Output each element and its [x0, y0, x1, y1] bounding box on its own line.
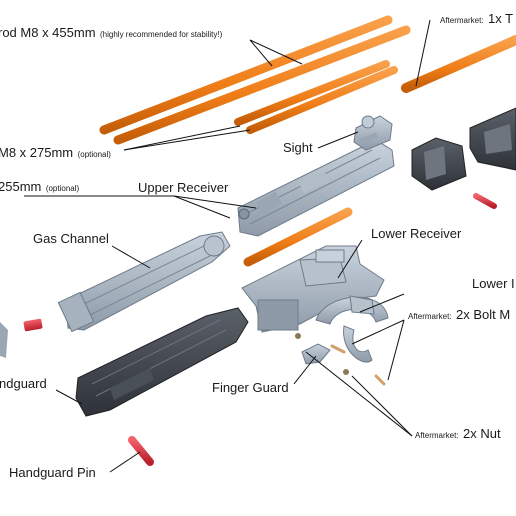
label-handguard-pin: Handguard Pin: [9, 465, 96, 480]
label-long-rod-main: rod M8 x 455mm: [0, 25, 96, 40]
label-long-rod: rod M8 x 455mm (highly recommended for s…: [0, 24, 222, 42]
sight: [354, 116, 392, 150]
label-bolt-prefix: Aftermarket:: [408, 312, 452, 321]
label-nut: Aftermarket: 2x Nut: [415, 425, 501, 443]
label-mid-rod: M8 x 275mm (optional): [0, 144, 111, 162]
label-aftermarket-tube-main: 1x T: [488, 11, 513, 26]
upper-receiver: [238, 140, 394, 236]
label-aftermarket-tube-prefix: Aftermarket:: [440, 16, 484, 25]
label-mid-rod-main: M8 x 275mm: [0, 145, 73, 160]
label-bolt-main: 2x Bolt M: [456, 307, 510, 322]
handguard-pin: [132, 440, 150, 462]
rear-dark-parts: [412, 108, 516, 190]
left-edge-part: [0, 322, 8, 358]
label-gas-channel: Gas Channel: [33, 231, 109, 246]
label-short-rod-main: 255mm: [0, 179, 41, 194]
label-nut-prefix: Aftermarket:: [415, 431, 459, 440]
label-bolt: Aftermarket: 2x Bolt M: [408, 306, 510, 324]
aftermarket-tube: [406, 40, 516, 88]
label-aftermarket-tube: Aftermarket: 1x T: [440, 10, 513, 28]
label-short-rod-note: (optional): [46, 184, 79, 193]
label-finger-guard: Finger Guard: [212, 380, 289, 395]
label-handguard: ndguard: [0, 376, 47, 391]
handguard: [76, 308, 248, 416]
label-mid-rod-note: (optional): [78, 150, 111, 159]
label-upper-receiver: Upper Receiver: [138, 180, 228, 195]
label-long-rod-note: (highly recommended for stability!): [100, 30, 222, 39]
label-nut-main: 2x Nut: [463, 426, 501, 441]
label-lower-receiver: Lower Receiver: [371, 226, 461, 241]
label-short-rod: 255mm (optional): [0, 178, 79, 196]
label-lower-right: Lower I: [472, 276, 515, 291]
label-sight: Sight: [283, 140, 313, 155]
